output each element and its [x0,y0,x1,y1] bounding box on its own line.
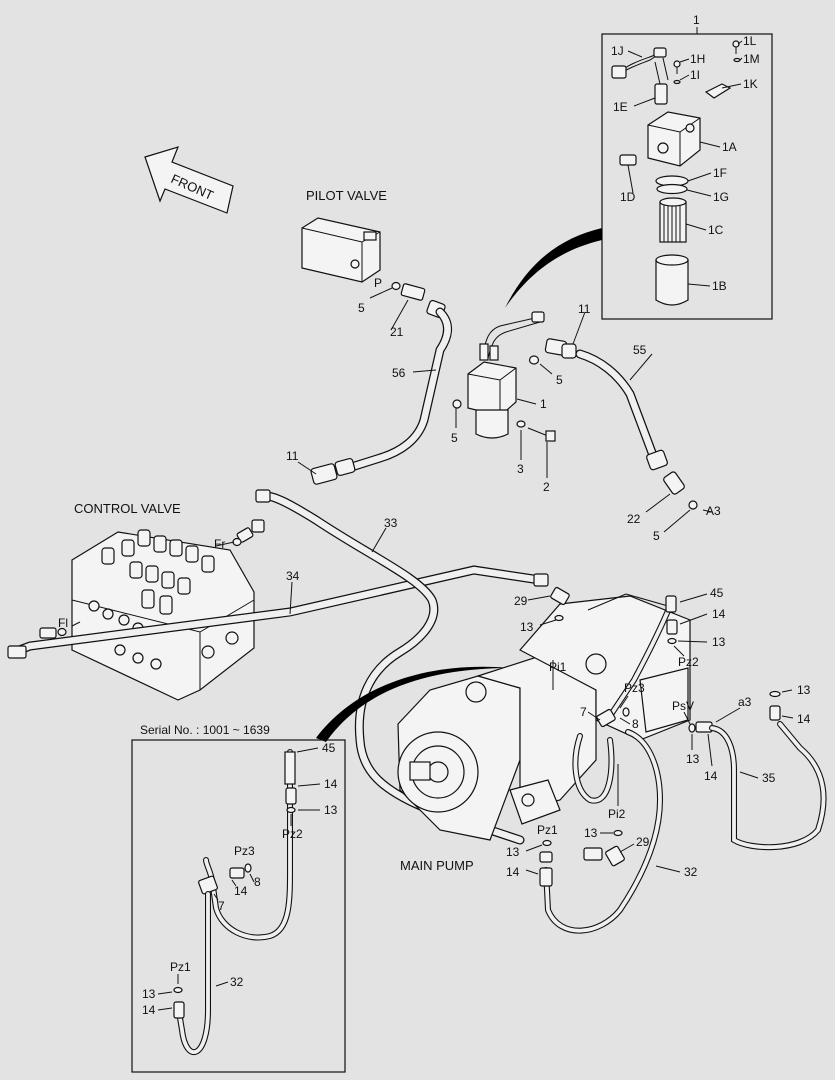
label-34: 34 [286,569,300,583]
label-1I: 1I [690,68,700,82]
hose-32: 32 [539,729,698,934]
label-Fl: Fl [58,616,68,630]
label-3: 3 [517,462,524,476]
label-5-pilot: 5 [358,301,365,315]
label-8: 8 [632,717,639,731]
hose-56: 56 11 [286,307,452,485]
label-Fr: Fr [214,537,225,551]
label-serial-14-top: 14 [324,777,338,791]
label-5-filter-out: 5 [556,373,563,387]
pilot-valve-title: PILOT VALVE [306,188,387,203]
main-pump-title: MAIN PUMP [400,858,474,873]
pump-fittings: 29 13 Pi1 45 14 13 Pz2 Pz3 8 7 PsV a3 1 [514,586,811,783]
label-22: 22 [627,512,641,526]
label-serial-7: 7 [218,899,225,913]
label-1M: 1M [743,52,760,66]
hose-35: 35 [709,721,827,851]
label-14-pz1: 14 [506,865,520,879]
label-serial-14-mid: 14 [234,884,248,898]
label-14-psv: 14 [704,769,718,783]
label-1K: 1K [743,77,758,91]
label-56: 56 [392,366,406,380]
label-32: 32 [684,865,698,879]
serial-inset-box [131,739,346,1073]
label-PsV: PsV [672,699,694,713]
label-1L: 1L [743,34,757,48]
front-arrow-icon: FRONT [144,146,234,214]
pilot-valve: PILOT VALVE P 5 21 [301,188,446,339]
detail-box [601,33,773,320]
label-serial-14-bottom: 14 [142,1003,156,1017]
filter-assembly-detail: 1 [601,13,773,320]
label-serial-Pz1: Pz1 [170,960,191,974]
hose-55: 55 22 5 A3 [575,343,721,543]
label-Pz1: Pz1 [537,823,558,837]
label-13-psv: 13 [686,752,700,766]
label-11-right: 11 [578,302,591,316]
serial-number-label: Serial No. : 1001 ~ 1639 [140,723,270,737]
label-14-pz2: 14 [712,607,726,621]
control-valve-title: CONTROL VALVE [74,501,181,516]
label-45: 45 [710,586,724,600]
label-serial-32: 32 [230,975,244,989]
label-a3: a3 [738,695,752,709]
label-1D: 1D [620,190,636,204]
label-serial-45: 45 [322,741,336,755]
label-serial-8: 8 [254,875,261,889]
label-Pi2: Pi2 [608,807,626,821]
label-55: 55 [633,343,647,357]
label-1: 1 [540,397,547,411]
pump-bottom-fittings: Pi2 13 Pz1 13 14 29 [506,764,650,879]
label-35: 35 [762,771,776,785]
callout-wedge-filter [505,228,602,308]
label-2: 2 [543,480,550,494]
label-serial-Pz2: Pz2 [282,827,303,841]
label-29-top: 29 [514,594,528,608]
hose-7-loop [572,733,615,804]
label-1F: 1F [713,166,727,180]
label-A3: A3 [706,504,721,518]
label-13-pz2: 13 [712,635,726,649]
callout-wedge-pump [316,666,512,742]
label-13-top: 13 [520,620,534,634]
label-1H: 1H [690,52,705,66]
label-33: 33 [384,516,398,530]
hose-33: 33 [255,489,525,845]
hose-34: 34 [7,565,549,659]
label-13-pi2: 13 [584,826,598,840]
spool-caps [101,529,215,615]
label-5-a3: 5 [653,529,660,543]
label-1E: 1E [613,100,628,114]
label-serial-13-bottom: 13 [142,987,156,1001]
label-Pz3: Pz3 [624,681,645,695]
main-pump: MAIN PUMP [397,593,691,873]
label-11-left: 11 [286,449,299,463]
label-7: 7 [580,705,587,719]
label-serial-Pz3: Pz3 [234,844,255,858]
label-1B: 1B [712,279,727,293]
label-14-a3: 14 [797,712,811,726]
label-1A: 1A [722,140,737,154]
label-Pz2: Pz2 [678,655,699,669]
control-valve: CONTROL VALVE [39,501,265,701]
label-13-pz1: 13 [506,845,520,859]
serial-inset: Serial No. : 1001 ~ 1639 45 14 13 Pz2 Pz… [131,723,346,1073]
label-1C: 1C [708,223,724,237]
label-Pi1: Pi1 [549,660,567,674]
label-13-a3: 13 [797,683,811,697]
label-21: 21 [390,325,404,339]
label-5-filter-in: 5 [451,431,458,445]
label-29-bottom: 29 [636,835,650,849]
assembly-number-label: 1 [693,13,700,27]
label-1G: 1G [713,190,729,204]
label-serial-13-top: 13 [324,803,338,817]
pilot-filter: 3 2 1 5 5 11 [451,302,591,494]
label-P: P [374,276,382,290]
label-1J: 1J [611,44,624,58]
valve-ports [88,600,239,670]
